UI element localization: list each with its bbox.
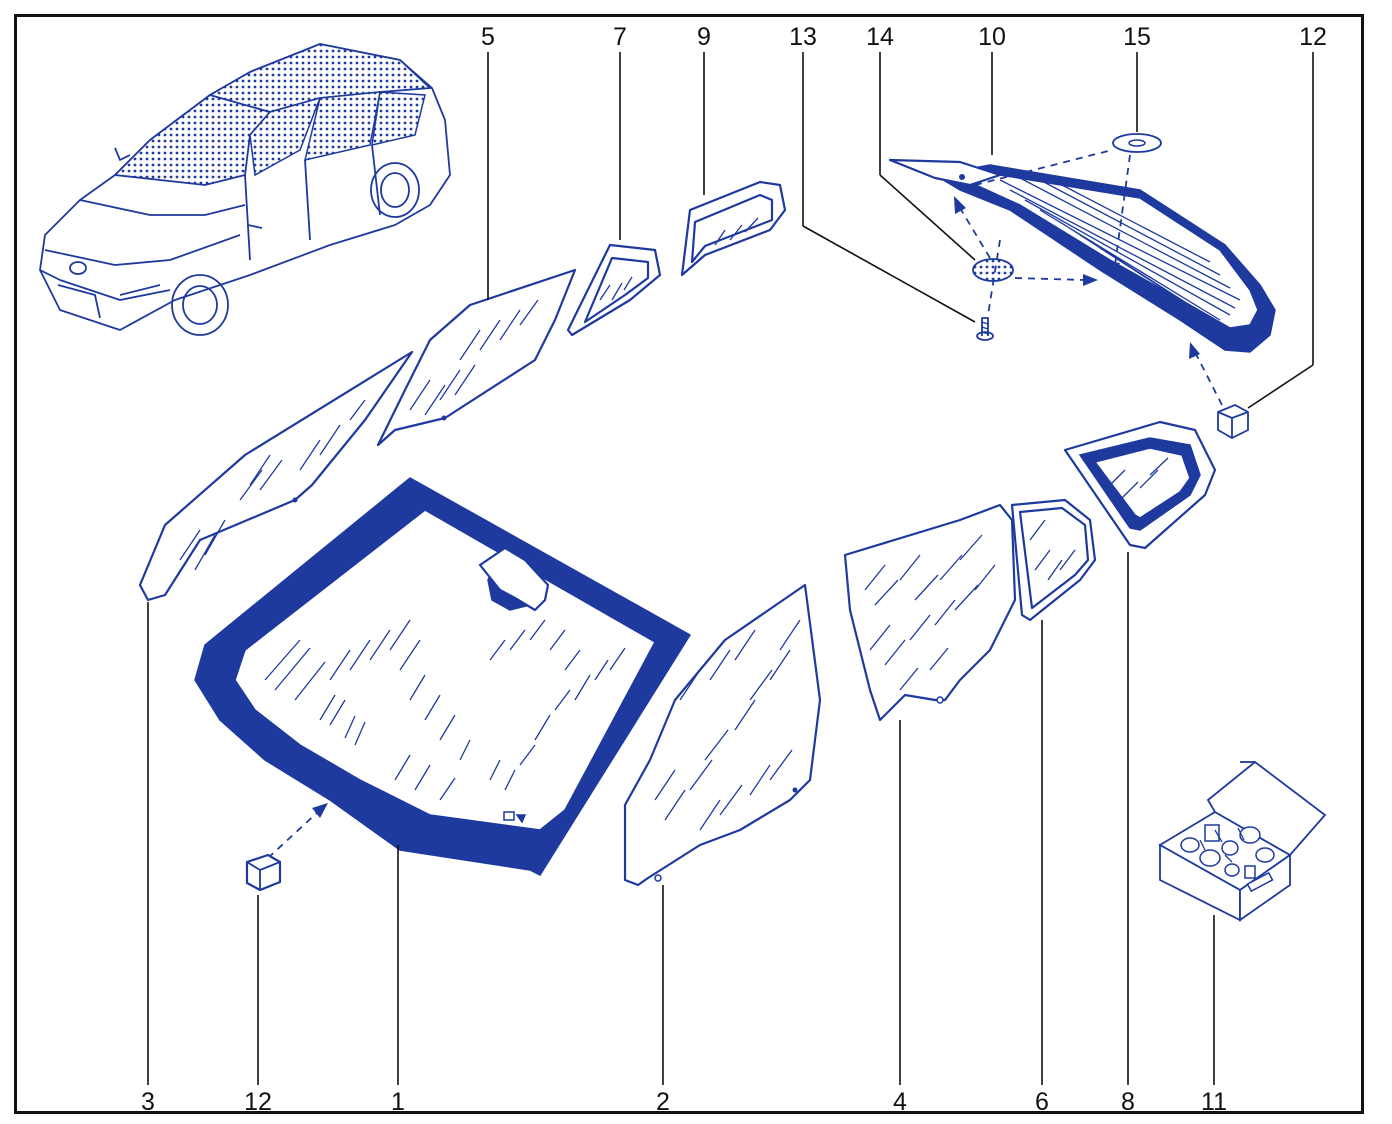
callout-13: 13 bbox=[789, 23, 817, 51]
callout-11: 11 bbox=[1201, 1088, 1227, 1116]
car-illustration bbox=[39, 43, 451, 336]
part-13-screw bbox=[976, 317, 994, 341]
callout-4: 4 bbox=[893, 1088, 907, 1116]
callout-3: 3 bbox=[141, 1088, 155, 1116]
part-10-tailgate-glass bbox=[888, 158, 1276, 353]
part-12-clip-lower bbox=[245, 853, 282, 892]
part-11-fitting-kit-box bbox=[1158, 760, 1327, 922]
callout-labels: 5 7 9 13 14 10 15 12 3 12 1 2 4 6 8 11 bbox=[141, 23, 1327, 1116]
fixing-arrows-tailgate bbox=[954, 149, 1223, 406]
part-12-clip-upper bbox=[1217, 404, 1249, 440]
part-14-wiper-mount bbox=[972, 258, 1014, 282]
part-5-front-door-glass bbox=[376, 268, 577, 447]
callout-2: 2 bbox=[656, 1088, 670, 1116]
callout-12-top: 12 bbox=[1299, 23, 1327, 51]
callout-12-bottom: 12 bbox=[244, 1088, 272, 1116]
part-15-washer bbox=[1112, 133, 1162, 153]
leader-lines bbox=[147, 52, 1314, 1085]
part-6-rear-door-fixed-glass bbox=[1010, 498, 1097, 622]
callout-6: 6 bbox=[1035, 1088, 1049, 1116]
callout-14: 14 bbox=[866, 23, 894, 51]
callout-9: 9 bbox=[697, 23, 711, 51]
callout-1: 1 bbox=[391, 1088, 405, 1116]
callout-5: 5 bbox=[481, 23, 495, 51]
part-3-front-door-fixed-glass bbox=[138, 350, 414, 602]
part-4-rear-door-glass bbox=[843, 503, 1017, 722]
callout-15: 15 bbox=[1123, 23, 1151, 51]
callout-8: 8 bbox=[1121, 1088, 1135, 1116]
part-2-front-door-glass bbox=[623, 583, 822, 887]
fixing-arrow-windscreen bbox=[267, 803, 328, 859]
part-9-mirror-glass bbox=[680, 180, 787, 277]
callout-7: 7 bbox=[613, 23, 627, 51]
part-7-quarter-vent-glass bbox=[566, 243, 662, 337]
callout-10: 10 bbox=[978, 23, 1006, 51]
part-1-windscreen bbox=[194, 477, 692, 876]
part-8-rear-quarter-glass bbox=[1063, 420, 1217, 550]
diagram-frame bbox=[14, 14, 1364, 1114]
